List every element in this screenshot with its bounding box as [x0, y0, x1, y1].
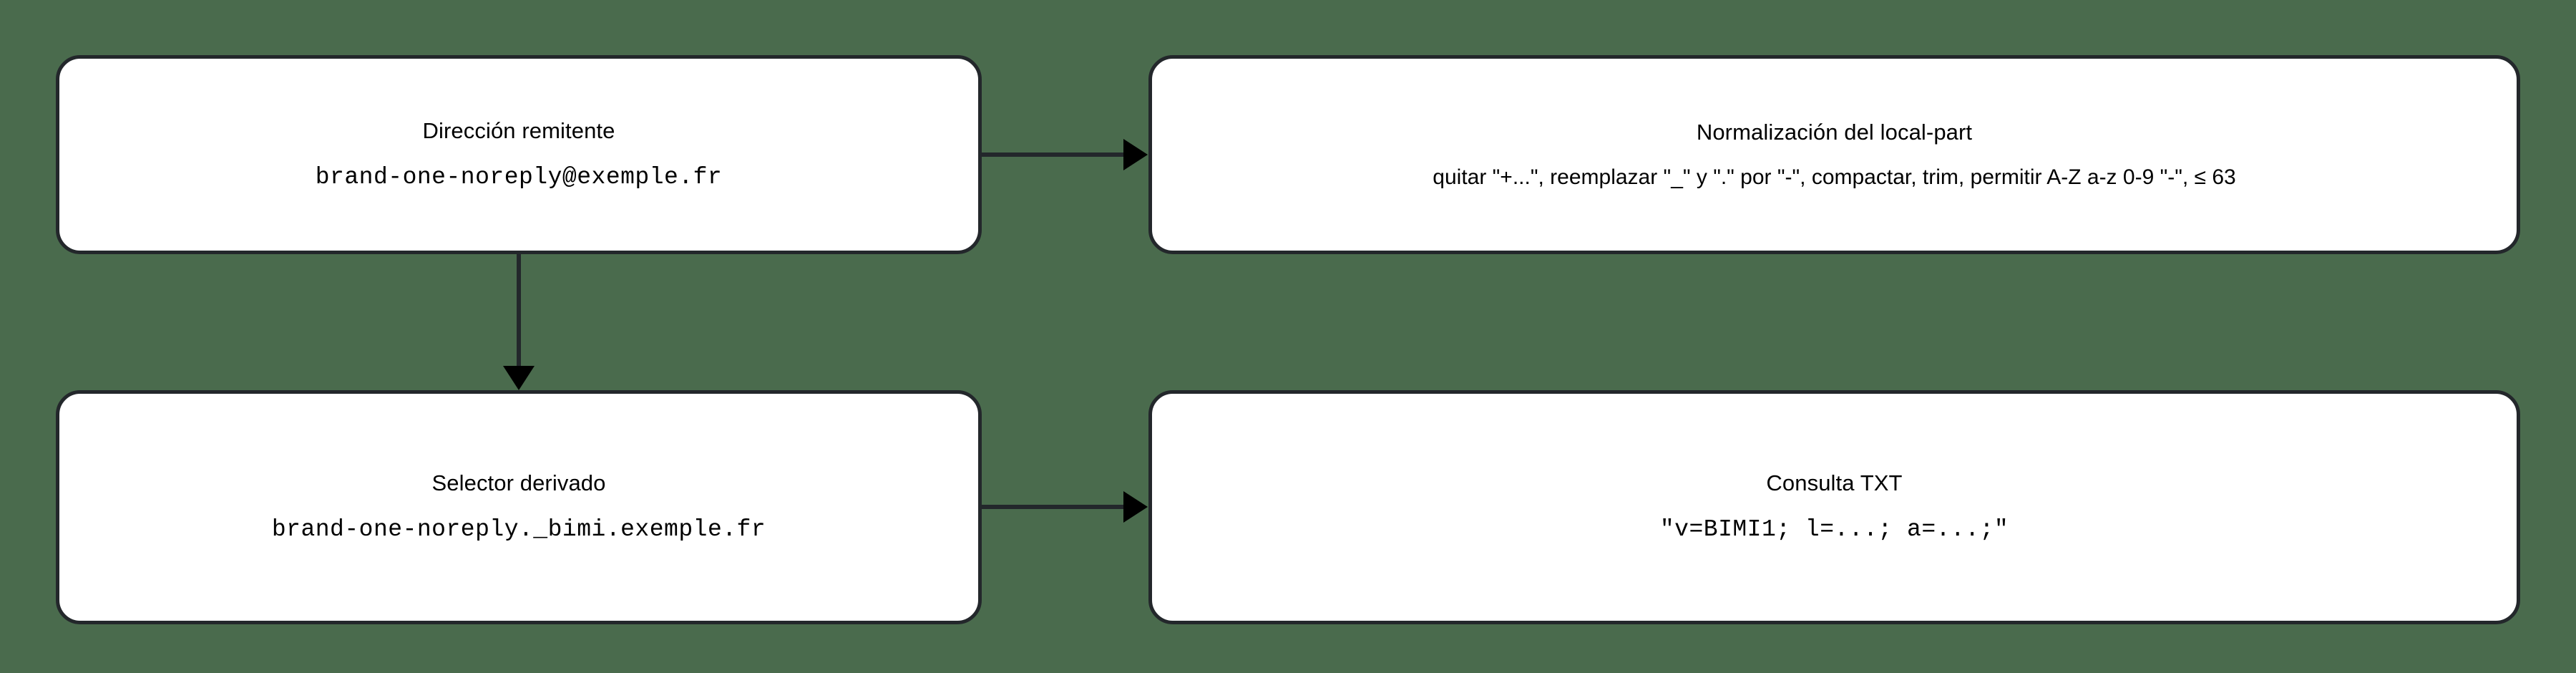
node-derived-selector[interactable]: Selector derivado brand-one-noreply._bim…	[56, 390, 982, 624]
node-sender-address[interactable]: Dirección remitente brand-one-noreply@ex…	[56, 55, 982, 254]
node-derived-selector-value: brand-one-noreply._bimi.exemple.fr	[271, 516, 766, 543]
arrowhead-right-icon	[1123, 139, 1148, 170]
node-txt-query[interactable]: Consulta TXT "v=BIMI1; l=...; a=...;"	[1148, 390, 2520, 624]
node-sender-address-title: Dirección remitente	[422, 117, 615, 143]
arrowhead-right-icon	[1123, 491, 1148, 523]
node-normalization-rules: quitar "+...", reemplazar "_" y "." por …	[1433, 165, 2236, 189]
arrowhead-down-icon	[503, 366, 535, 390]
node-sender-address-value: brand-one-noreply@exemple.fr	[315, 163, 723, 190]
node-derived-selector-title: Selector derivado	[431, 470, 606, 496]
edge-line	[517, 254, 521, 369]
node-txt-query-value: "v=BIMI1; l=...; a=...;"	[1659, 516, 2009, 543]
node-normalization[interactable]: Normalización del local-part quitar "+..…	[1148, 55, 2520, 254]
node-txt-query-title: Consulta TXT	[1766, 470, 1903, 496]
edge-line	[982, 505, 1125, 509]
edge-line	[982, 152, 1125, 157]
node-normalization-title: Normalización del local-part	[1696, 119, 1973, 145]
